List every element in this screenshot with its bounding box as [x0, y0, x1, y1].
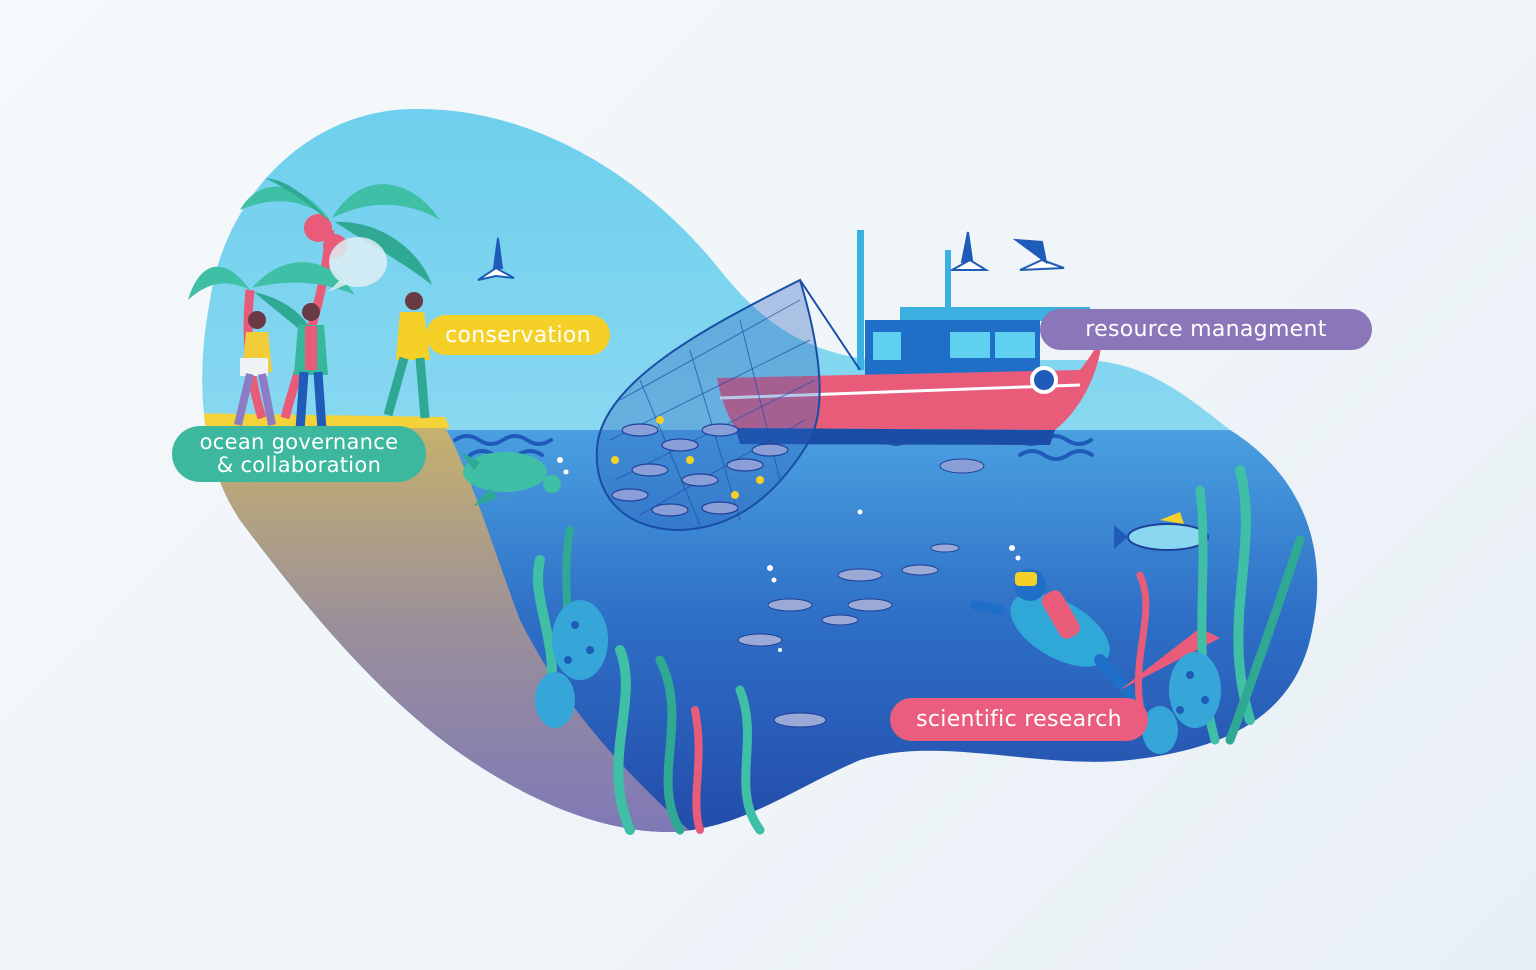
scientific-research-label: scientific research	[890, 698, 1148, 741]
seagull-icon	[477, 231, 1065, 281]
resource-management-label-text: resource managment	[1085, 317, 1327, 342]
conservation-label-text: conservation	[445, 322, 591, 348]
scientific-research-label-text: scientific research	[916, 707, 1122, 732]
speech-bubble-icon	[328, 237, 387, 292]
conservation-label: conservation	[426, 315, 610, 355]
ocean-governance-line1: ocean governance	[199, 430, 399, 454]
resource-management-label: resource managment	[1040, 309, 1372, 350]
ocean-governance-line2: & collaboration	[216, 453, 382, 477]
sea-turtle-icon	[460, 452, 561, 506]
ocean-governance-label: ocean governance & collaboration	[172, 426, 426, 482]
fish-icon	[611, 423, 789, 517]
fish-icon	[737, 458, 1209, 728]
people-icon	[234, 292, 430, 431]
scuba-diver-icon	[970, 569, 1220, 711]
fishing-boat-icon	[717, 230, 1102, 445]
